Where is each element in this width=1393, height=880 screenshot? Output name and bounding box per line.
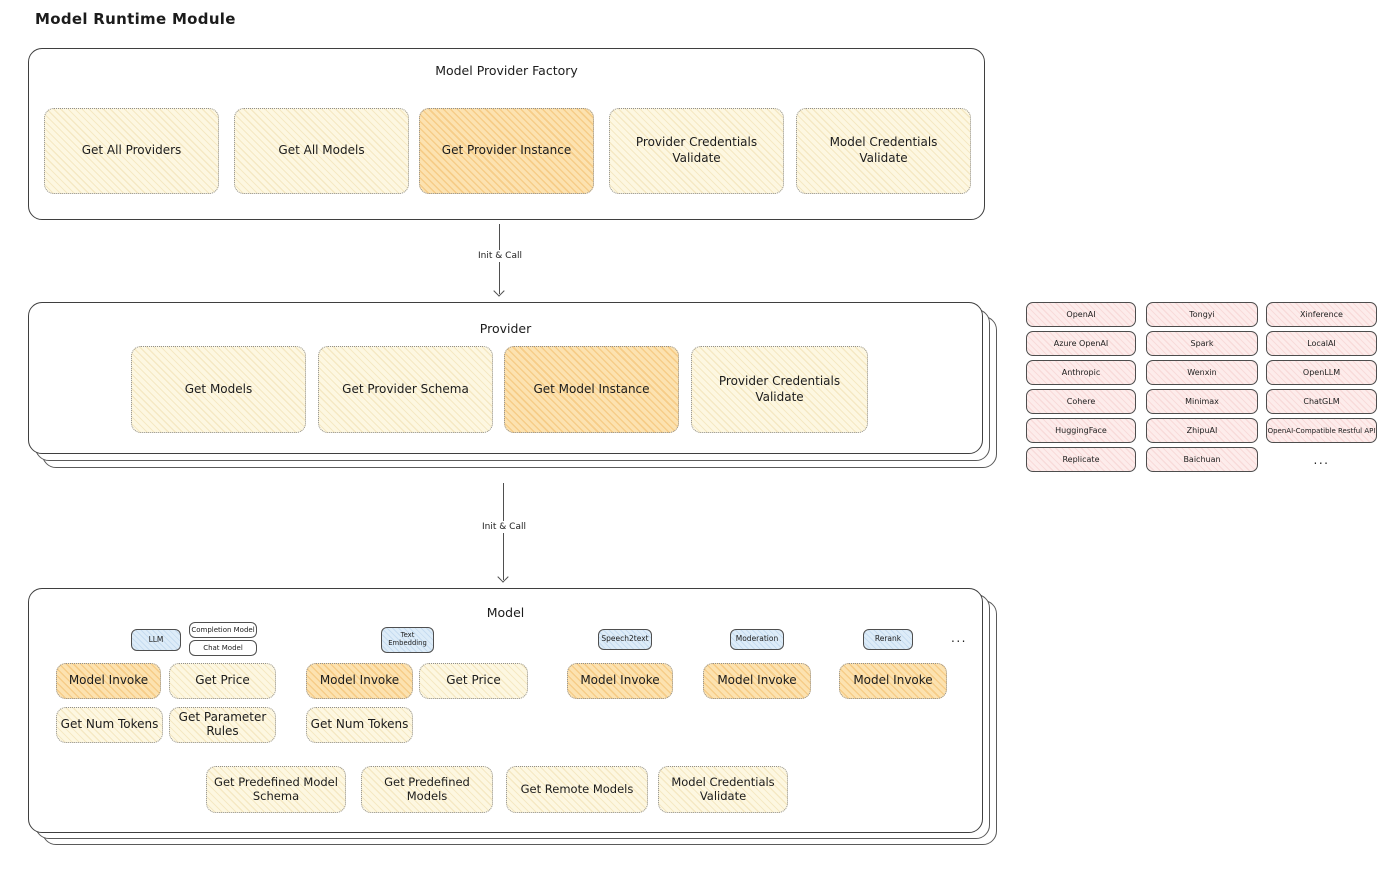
- provider-list-more-ellipsis: ...: [1313, 452, 1330, 467]
- model-title: Model: [486, 605, 525, 620]
- factory-get-provider-instance: Get Provider Instance: [419, 108, 594, 194]
- factory-title: Model Provider Factory: [435, 63, 578, 78]
- model-box: Model LLM Completion Model Chat Model Te…: [28, 588, 983, 833]
- provider-spark: Spark: [1146, 331, 1258, 356]
- provider-get-model-instance: Get Model Instance: [504, 346, 679, 433]
- provider-minimax: Minimax: [1146, 389, 1258, 414]
- model-type-completion-model-tag: Completion Model: [189, 622, 257, 638]
- model-type-speech2text-tag: Speech2text: [598, 629, 652, 650]
- embedding-model-invoke: Model Invoke: [306, 663, 413, 699]
- provider-azure-openai: Azure OpenAI: [1026, 331, 1136, 356]
- provider-xinference: Xinference: [1266, 302, 1377, 327]
- provider-get-models: Get Models: [131, 346, 306, 433]
- arrow-factory-to-provider: Init & Call: [475, 224, 525, 294]
- provider-openai: OpenAI: [1026, 302, 1136, 327]
- speech2text-model-invoke: Model Invoke: [567, 663, 673, 699]
- moderation-model-invoke: Model Invoke: [703, 663, 811, 699]
- llm-model-invoke: Model Invoke: [56, 663, 161, 699]
- embedding-get-price: Get Price: [419, 663, 528, 699]
- provider-anthropic: Anthropic: [1026, 360, 1136, 385]
- llm-get-parameter-rules: Get Parameter Rules: [169, 707, 276, 743]
- provider-chatglm: ChatGLM: [1266, 389, 1377, 414]
- factory-box: Model Provider Factory Get All Providers…: [28, 48, 985, 220]
- provider-get-provider-schema: Get Provider Schema: [318, 346, 493, 433]
- provider-list-column-2: Tongyi Spark Wenxin Minimax ZhipuAI Baic…: [1146, 302, 1258, 472]
- model-type-text-embedding-tag: Text Embedding: [381, 627, 434, 653]
- factory-get-all-providers: Get All Providers: [44, 108, 219, 194]
- provider-provider-credentials-validate: Provider Credentials Validate: [691, 346, 868, 433]
- model-get-remote-models: Get Remote Models: [506, 766, 648, 813]
- llm-get-num-tokens: Get Num Tokens: [56, 707, 163, 743]
- provider-zhipuai: ZhipuAI: [1146, 418, 1258, 443]
- page-title: Model Runtime Module: [35, 10, 236, 28]
- model-get-predefined-models: Get Predefined Models: [361, 766, 493, 813]
- rerank-model-invoke: Model Invoke: [839, 663, 947, 699]
- model-type-llm-tag: LLM: [131, 629, 181, 651]
- provider-localai: LocalAI: [1266, 331, 1377, 356]
- provider-replicate: Replicate: [1026, 447, 1136, 472]
- arrow-label-init-call-2: Init & Call: [479, 521, 529, 533]
- provider-list-column-1: OpenAI Azure OpenAI Anthropic Cohere Hug…: [1026, 302, 1136, 472]
- factory-model-credentials-validate: Model Credentials Validate: [796, 108, 971, 194]
- model-model-credentials-validate: Model Credentials Validate: [658, 766, 788, 813]
- factory-provider-credentials-validate: Provider Credentials Validate: [609, 108, 784, 194]
- model-type-moderation-tag: Moderation: [730, 629, 784, 650]
- provider-title: Provider: [479, 321, 532, 336]
- provider-tongyi: Tongyi: [1146, 302, 1258, 327]
- embedding-get-num-tokens: Get Num Tokens: [306, 707, 413, 743]
- arrow-label-init-call-1: Init & Call: [475, 250, 525, 262]
- factory-get-all-models: Get All Models: [234, 108, 409, 194]
- provider-list-column-3: Xinference LocalAI OpenLLM ChatGLM OpenA…: [1266, 302, 1377, 472]
- model-get-predefined-model-schema: Get Predefined Model Schema: [206, 766, 346, 813]
- provider-baichuan: Baichuan: [1146, 447, 1258, 472]
- provider-box: Provider Get Models Get Provider Schema …: [28, 302, 983, 454]
- llm-get-price: Get Price: [169, 663, 276, 699]
- provider-wenxin: Wenxin: [1146, 360, 1258, 385]
- provider-openai-compatible-restful-api: OpenAI-Compatible Restful API: [1266, 418, 1377, 443]
- provider-openllm: OpenLLM: [1266, 360, 1377, 385]
- provider-cohere: Cohere: [1026, 389, 1136, 414]
- model-type-rerank-tag: Rerank: [863, 629, 913, 650]
- provider-huggingface: HuggingFace: [1026, 418, 1136, 443]
- arrow-provider-to-model: Init & Call: [479, 483, 529, 580]
- model-type-chat-model-tag: Chat Model: [189, 640, 257, 656]
- model-type-more-ellipsis: ...: [951, 631, 967, 645]
